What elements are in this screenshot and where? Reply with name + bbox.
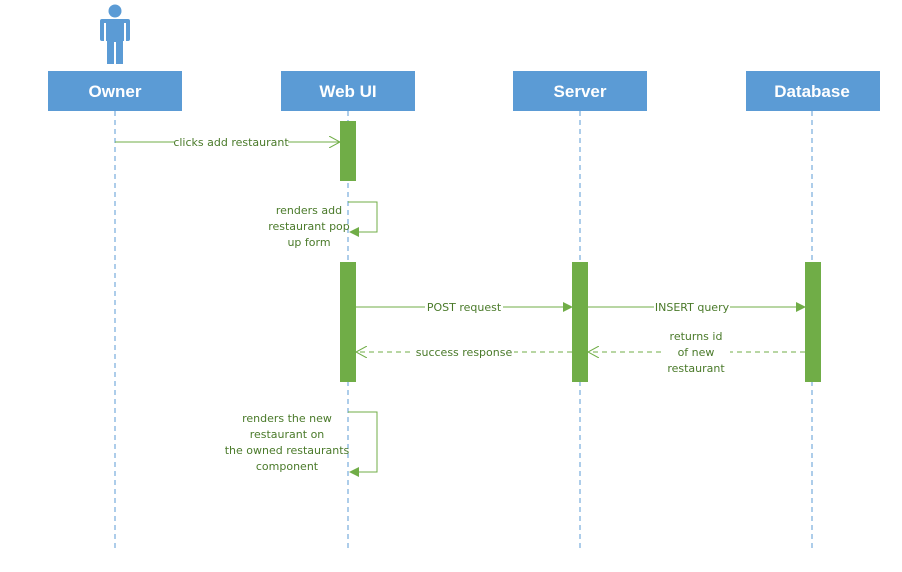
message-label: renders the new	[242, 412, 332, 425]
participant-server-label: Server	[554, 82, 607, 101]
message-renders-new-restaurant: renders the new restaurant on the owned …	[225, 411, 378, 477]
message-label: returns id	[670, 330, 723, 343]
owner-actor-icon	[100, 4, 130, 64]
participant-webui: Web UI	[281, 71, 415, 111]
message-label: up form	[287, 236, 330, 249]
message-clicks-add-restaurant: clicks add restaurant	[115, 134, 340, 149]
message-renders-popup: renders add restaurant pop up form	[268, 201, 378, 249]
participant-owner: Owner	[48, 71, 182, 111]
message-label: clicks add restaurant	[173, 136, 289, 149]
participant-server: Server	[513, 71, 647, 111]
participant-webui-label: Web UI	[319, 82, 376, 101]
message-label: restaurant on	[250, 428, 325, 441]
message-label: success response	[416, 346, 513, 359]
message-success-response: success response	[356, 344, 572, 359]
message-returns-id: returns id of new restaurant	[588, 327, 805, 375]
message-label: POST request	[427, 301, 502, 314]
activation-webui-2	[340, 262, 356, 382]
activation-webui-1	[340, 121, 356, 181]
message-label: of new	[678, 346, 715, 359]
message-label: restaurant	[667, 362, 725, 375]
message-insert-query: INSERT query	[588, 299, 806, 314]
message-label: restaurant pop	[268, 220, 350, 233]
activation-database	[805, 262, 821, 382]
message-label: component	[256, 460, 319, 473]
participant-owner-label: Owner	[89, 82, 142, 101]
message-label: renders add	[276, 204, 342, 217]
activation-server	[572, 262, 588, 382]
participant-database-label: Database	[774, 82, 850, 101]
message-label: the owned restaurants	[225, 444, 350, 457]
participant-database: Database	[746, 71, 880, 111]
message-label: INSERT query	[655, 301, 730, 314]
message-post-request: POST request	[356, 299, 573, 314]
